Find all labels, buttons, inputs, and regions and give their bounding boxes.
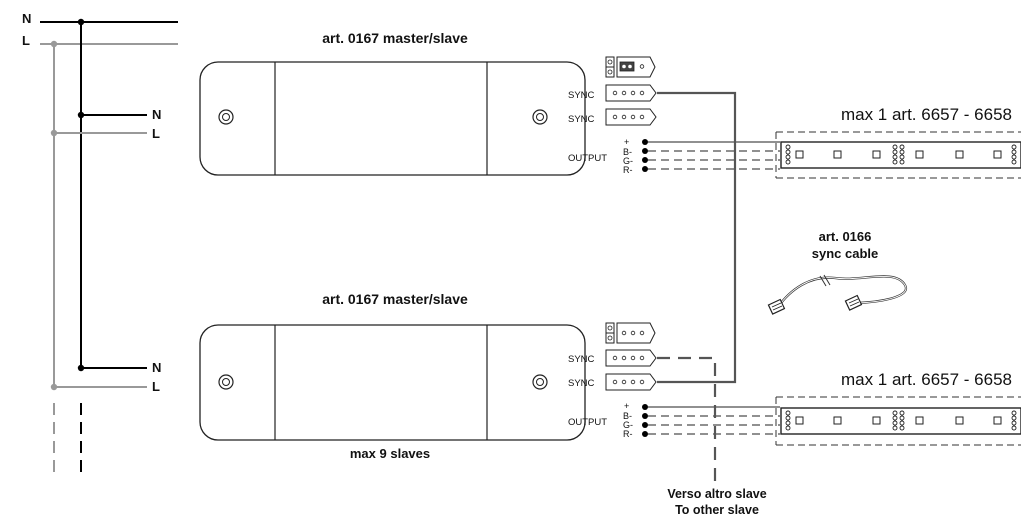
sync-wiring <box>657 91 737 485</box>
unit-2-pin-plus: + <box>624 401 629 411</box>
unit-1-pin-r: R- <box>623 165 633 175</box>
strip-1-leds <box>795 150 1002 159</box>
strip-2-pads-right <box>1011 410 1017 431</box>
sync-cable-illustration: art. 0166 sync cable <box>767 229 908 315</box>
unit-1-sync-port-2 <box>605 108 657 126</box>
unit-2-screw-left <box>218 374 234 390</box>
live-junction-1 <box>50 129 58 137</box>
unit-2-pin-g: G- <box>623 420 633 430</box>
strip-1-pads-mid <box>892 144 905 165</box>
unit-2-terminal-g <box>642 422 648 428</box>
strip-2-leds <box>795 416 1002 425</box>
sync-cable-line-1: art. 0166 <box>819 229 872 244</box>
unit-2-sync-port-2 <box>605 373 657 391</box>
unit-2-body <box>199 324 586 441</box>
unit-1-terminal-r <box>642 166 648 172</box>
sync-cable-line-2: sync cable <box>812 246 879 261</box>
strip-1-pads-right <box>1011 144 1017 165</box>
unit-2-caption: max 9 slaves <box>350 446 430 461</box>
led-strip-2: max 1 art. 6657 - 6658 <box>775 370 1021 446</box>
unit-1-jumper <box>605 56 656 78</box>
driver-unit-1: art. 0167 master/slave SYNC <box>199 30 780 176</box>
unit-1-screw-left <box>218 109 234 125</box>
driver-unit-2: art. 0167 master/slave max 9 slaves SYNC <box>199 291 780 461</box>
other-slave-line-1: Verso altro slave <box>667 487 766 501</box>
unit-1-title: art. 0167 master/slave <box>322 30 468 46</box>
unit-2-jumper <box>605 322 656 344</box>
sync-cable-wire <box>777 275 908 308</box>
unit-2-terminal-plus <box>642 404 648 410</box>
sync-cable-plug-right <box>844 294 863 311</box>
branch-2-l-label: L <box>152 379 160 394</box>
branch-1-n-label: N <box>152 107 161 122</box>
unit-2-pin-b: B- <box>623 411 632 421</box>
unit-1-pin-b: B- <box>623 147 632 157</box>
mains-wiring: N L N L N L <box>22 11 178 478</box>
strip-2-pads-mid <box>892 410 905 431</box>
unit-2-sync-port-1 <box>605 349 657 367</box>
led-strip-1: max 1 art. 6657 - 6658 <box>775 105 1021 179</box>
other-slave-line-2: To other slave <box>675 503 759 517</box>
unit-2-sync-label-2: SYNC <box>568 378 595 389</box>
unit-1-terminal-plus <box>642 139 648 145</box>
unit-2-screw-right <box>532 374 548 390</box>
unit-2-pin-r: R- <box>623 429 633 439</box>
sync-link-wire <box>657 91 737 384</box>
unit-2-output-label: OUTPUT <box>568 417 607 428</box>
unit-1-terminal-g <box>642 157 648 163</box>
unit-1-pin-g: G- <box>623 156 633 166</box>
unit-2-sync-label-1: SYNC <box>568 354 595 365</box>
unit-1-sync-label-2: SYNC <box>568 114 595 125</box>
neutral-junction-1 <box>77 111 85 119</box>
live-junction-top <box>50 40 58 48</box>
neutral-junction-2 <box>77 364 85 372</box>
mains-l-label: L <box>22 33 30 48</box>
unit-1-sync-label-1: SYNC <box>568 90 595 101</box>
unit-1-sync-port-1 <box>605 84 657 102</box>
strip-2-pads-left <box>785 410 791 431</box>
unit-1-output-wires <box>648 141 780 170</box>
sync-cable-plug-left <box>767 298 786 315</box>
neutral-junction-top <box>77 18 85 26</box>
unit-2-terminal-r <box>642 431 648 437</box>
unit-2-title: art. 0167 master/slave <box>322 291 468 307</box>
unit-1-output-label: OUTPUT <box>568 153 607 164</box>
branch-2-n-label: N <box>152 360 161 375</box>
strip-2-label: max 1 art. 6657 - 6658 <box>841 370 1012 389</box>
live-junction-2 <box>50 383 58 391</box>
strip-1-pads-left <box>785 144 791 165</box>
unit-1-body <box>199 61 586 176</box>
mains-n-label: N <box>22 11 31 26</box>
strip-1-label: max 1 art. 6657 - 6658 <box>841 105 1012 124</box>
unit-1-terminal-b <box>642 148 648 154</box>
sync-to-other-slave-wire <box>657 356 717 485</box>
branch-1-l-label: L <box>152 126 160 141</box>
unit-1-screw-right <box>532 109 548 125</box>
unit-1-pin-plus: + <box>624 137 629 147</box>
unit-2-terminal-b <box>642 413 648 419</box>
